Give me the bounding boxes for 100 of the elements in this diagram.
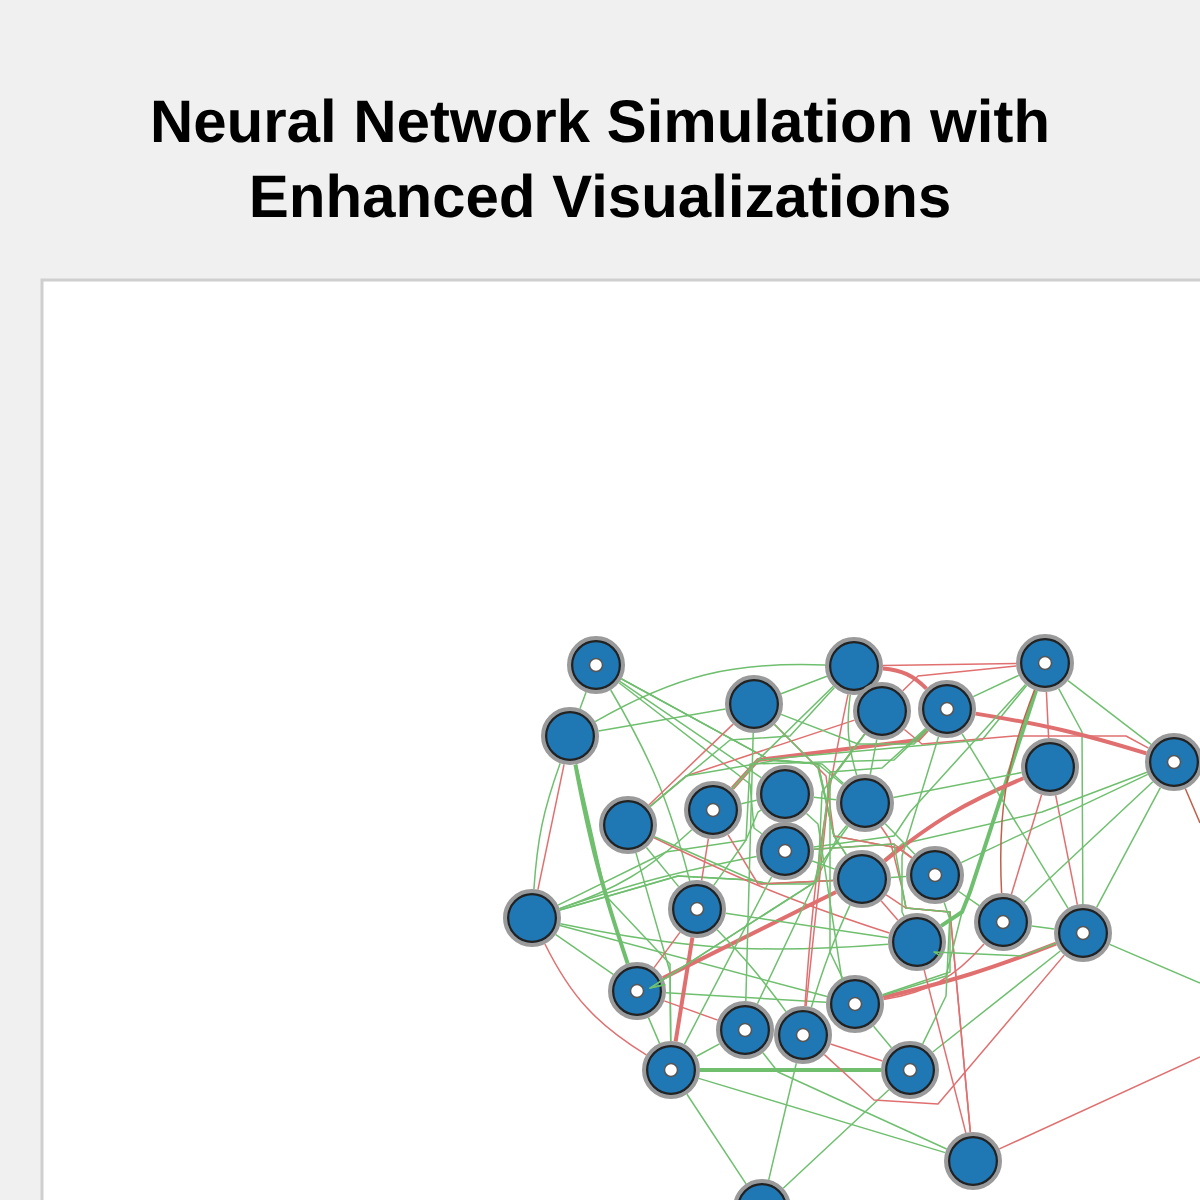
connection-line <box>756 825 849 1005</box>
connection-line <box>698 1077 946 1154</box>
connection-line <box>923 969 967 1134</box>
connection-line <box>805 812 843 981</box>
neuron-circle <box>684 781 742 839</box>
connection-line <box>782 1089 890 1189</box>
connection-line <box>555 933 614 976</box>
neuron-circle <box>853 682 911 740</box>
connection-line <box>829 1043 884 1062</box>
connection-line <box>882 943 985 1001</box>
connection-line <box>829 733 866 979</box>
connection-line <box>724 912 890 939</box>
neuron-circle <box>826 975 884 1033</box>
connection-line <box>961 733 1069 909</box>
connection-line <box>700 837 710 882</box>
connection-line <box>882 689 1037 997</box>
neuron-circle <box>567 636 625 694</box>
connection-line <box>683 876 773 1046</box>
connection-line <box>653 837 891 934</box>
connection-line <box>883 771 1148 861</box>
connection-line <box>731 685 835 790</box>
neuron-circle <box>1145 733 1200 791</box>
connection-line <box>780 675 828 695</box>
connection-line <box>880 900 899 921</box>
neuron-circle <box>944 1132 1002 1190</box>
connection-line <box>1095 786 1162 909</box>
neuron-circle <box>888 913 946 971</box>
neuron-circle <box>541 707 599 765</box>
neuron-circle <box>1021 738 1079 796</box>
connection-line <box>882 662 1017 667</box>
connection-line <box>890 875 907 879</box>
connection-line <box>665 992 827 1004</box>
neuron-circle <box>833 850 891 908</box>
connection-line <box>649 727 927 989</box>
connection-line <box>1057 687 1084 905</box>
connection-line <box>811 860 836 870</box>
connection-line <box>823 954 1065 1105</box>
connection-line <box>573 764 630 965</box>
connection-line <box>1010 794 1043 895</box>
title: Neural Network Simulation with Enhanced Visualizations <box>153 98 1047 218</box>
connection-line <box>559 924 828 998</box>
neuron-circle <box>756 765 814 823</box>
connection-line <box>645 846 680 888</box>
connection-line <box>727 834 834 885</box>
connection-line <box>881 901 951 996</box>
connection-line <box>813 796 837 801</box>
neuron-circle <box>599 796 657 854</box>
neuron-circle <box>825 637 883 695</box>
connection-line <box>594 663 826 723</box>
connection-line <box>609 689 691 882</box>
connection-line <box>557 809 762 906</box>
connection-line <box>903 728 1150 749</box>
connection-line <box>972 674 1020 698</box>
connection-line <box>1045 691 1050 739</box>
connection-line <box>998 1056 1200 1150</box>
connection-line <box>932 950 1062 1053</box>
connection-line <box>740 799 758 805</box>
connection-line <box>883 776 1025 863</box>
connection-line <box>686 1093 747 1185</box>
connection-line <box>663 1000 719 1021</box>
connection-line <box>958 890 980 907</box>
connection-line <box>653 931 681 969</box>
connection-line <box>892 771 1023 799</box>
connection-line <box>882 666 928 691</box>
connection-line <box>673 937 695 1042</box>
connection-line <box>619 680 762 779</box>
connection-line <box>716 929 787 1013</box>
neuron-circle <box>608 962 666 1020</box>
connection-line <box>1184 787 1200 824</box>
connection-line <box>869 738 878 776</box>
connection-line <box>647 1016 661 1045</box>
connection-line <box>1067 679 1152 746</box>
connection-line <box>940 689 1038 928</box>
neuron-circle <box>836 774 894 832</box>
neuron-circle <box>974 893 1032 951</box>
connection-line <box>933 942 1057 958</box>
neuron-circle <box>716 1001 774 1059</box>
connection-line <box>544 943 648 1056</box>
connection-line <box>813 843 951 1045</box>
connection-line <box>635 852 672 1042</box>
connection-line <box>1023 781 1154 903</box>
neuron-circle <box>918 680 976 738</box>
connection-line <box>813 683 1027 848</box>
neuron-circle <box>881 1041 939 1099</box>
connection-line <box>901 736 940 917</box>
connection-line <box>810 904 851 1008</box>
neuron-circle <box>1054 904 1112 962</box>
connection-line <box>662 890 837 980</box>
connection-line <box>773 723 847 856</box>
connection-line <box>975 711 1147 756</box>
connection-line <box>1031 925 1056 930</box>
neuron-circle <box>668 880 726 938</box>
connection-line <box>960 773 1149 864</box>
neuron-circle <box>503 889 561 947</box>
connection-line <box>579 691 587 710</box>
neuron-circle <box>774 1006 832 1064</box>
connection-line <box>762 1052 948 1150</box>
connection-line <box>902 665 1017 692</box>
connection-line <box>882 941 1057 1000</box>
connection-line <box>872 1025 893 1049</box>
